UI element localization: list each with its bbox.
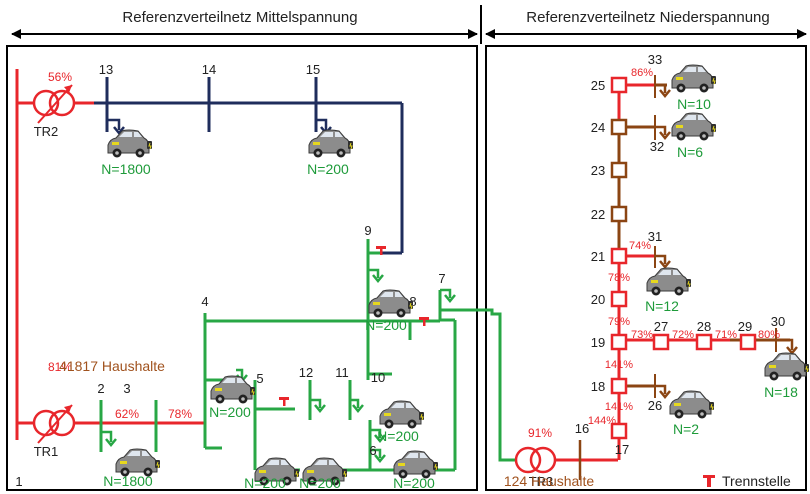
ev-car-icon: [368, 289, 414, 318]
ev-count-6: N=200: [393, 475, 435, 491]
lv-households-label: 124 Haushalte: [504, 473, 595, 489]
ev-car-icon: [646, 267, 692, 296]
load-25-33: 86%: [631, 67, 653, 79]
load-17-16: 144%: [588, 415, 616, 427]
node-16: 16: [575, 421, 589, 436]
tr3-label: TR3: [529, 474, 554, 489]
node-33: 33: [648, 52, 662, 67]
load-27-28: 72%: [672, 329, 694, 341]
node-21: 21: [591, 249, 605, 264]
ev-car-icon: [671, 112, 717, 141]
load-3-4: 78%: [168, 407, 192, 421]
ev-count-b1: N=200: [244, 475, 286, 491]
ev-count-33: N=10: [677, 96, 711, 112]
lv-title: Referenzverteilnetz Niederspannung: [526, 9, 769, 26]
ev-car-icon: [764, 352, 810, 381]
ev-count-26: N=2: [673, 421, 699, 437]
load-19-27: 73%: [631, 329, 653, 341]
header: Referenzverteilnetz Mittelspannung Refer…: [11, 5, 807, 44]
load-21-20: 78%: [608, 272, 630, 284]
load-29-30: 80%: [758, 329, 780, 341]
load-21-31: 74%: [629, 240, 651, 252]
tr1-label: TR1: [34, 444, 59, 459]
ev-count-31: N=12: [645, 298, 679, 314]
ev-count-b2: N=200: [299, 475, 341, 491]
ev-car-icon: [379, 400, 425, 429]
node-26: 26: [648, 398, 662, 413]
legend: Trennstelle: [703, 473, 791, 489]
mv-frame: [6, 45, 478, 491]
ev-count-15: N=200: [307, 161, 349, 177]
node-18: 18: [591, 379, 605, 394]
tr1-load: 81%: [48, 360, 72, 374]
node-10: 10: [371, 370, 385, 385]
mv-households: 41817 Haushalte: [59, 358, 165, 374]
node-17: 17: [615, 442, 629, 457]
node-27: 27: [654, 319, 668, 334]
lv-node-squares: [610, 76, 757, 440]
mv-title: Referenzverteilnetz Mittelspannung: [122, 9, 357, 26]
ev-car-icon: [669, 390, 715, 419]
node-25: 25: [591, 78, 605, 93]
node-24: 24: [591, 120, 605, 135]
node-9: 9: [364, 223, 371, 238]
transformer-tr1: [32, 404, 76, 444]
lv-network: 91% TR3 16: [514, 52, 810, 489]
tr2-load: 56%: [48, 70, 72, 84]
load-2-3: 62%: [115, 407, 139, 421]
node-22: 22: [591, 207, 605, 222]
trennstelle-markers: [279, 246, 429, 406]
transformer-tr2: [32, 84, 76, 124]
node-14: 14: [202, 62, 216, 77]
ev-car-icon: [107, 129, 153, 158]
lv-frame: [485, 45, 807, 491]
ev-count-13: N=1800: [101, 161, 151, 177]
node-32: 32: [650, 139, 664, 154]
node-23: 23: [591, 163, 605, 178]
node-19: 19: [591, 335, 605, 350]
ev-count-32: N=6: [677, 144, 703, 160]
node-8: 8: [409, 294, 416, 309]
load-28-29: 71%: [715, 329, 737, 341]
node-13: 13: [99, 62, 113, 77]
ev-count-30: N=18: [764, 384, 798, 400]
node-7: 7: [438, 271, 445, 286]
node-31: 31: [648, 229, 662, 244]
ev-count-2: N=1800: [103, 473, 153, 489]
ev-car-icon: [308, 129, 354, 158]
node-12: 12: [299, 365, 313, 380]
node-11: 11: [335, 365, 349, 380]
node-5: 5: [256, 371, 263, 386]
load-20-19: 79%: [608, 316, 630, 328]
transformer-tr3: [514, 446, 557, 474]
node-1: 1: [15, 474, 22, 489]
node-20: 20: [591, 292, 605, 307]
load-19-18: 141%: [605, 359, 633, 371]
node-3: 3: [123, 381, 130, 396]
node-6: 6: [369, 443, 376, 458]
tr3-load: 91%: [528, 426, 552, 440]
ev-car-icon: [671, 64, 717, 93]
ev-count-11: N=200: [377, 428, 419, 444]
mv-green-drops: [236, 268, 456, 463]
node-28: 28: [697, 319, 711, 334]
ev-count-8: N=200: [365, 317, 407, 333]
legend-trennstelle: Trennstelle: [722, 473, 791, 489]
node-30: 30: [771, 314, 785, 329]
node-4: 4: [201, 294, 208, 309]
node-29: 29: [738, 319, 752, 334]
ev-count-5: N=200: [209, 404, 251, 420]
mv-network: 56% TR2 13 14 15 N=1800 N=200 81% TR1 1 …: [15, 62, 480, 491]
node-2: 2: [97, 381, 104, 396]
mv-lv-link: [480, 308, 515, 462]
tr2-label: TR2: [34, 124, 59, 139]
node-15: 15: [306, 62, 320, 77]
load-18-17: 141%: [605, 401, 633, 413]
